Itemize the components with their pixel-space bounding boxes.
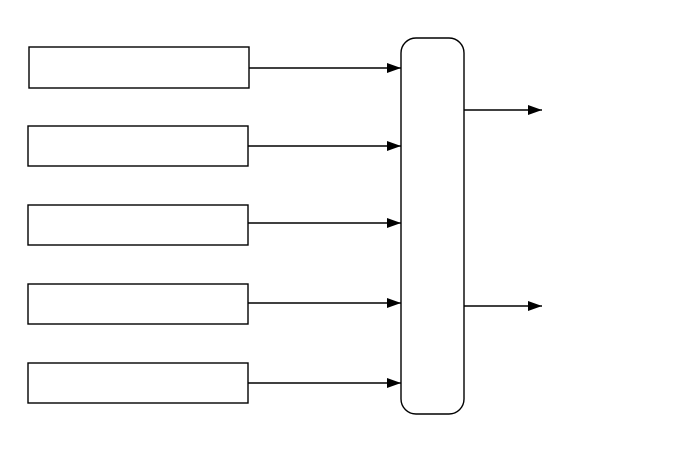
input-box-4	[27, 283, 249, 325]
input-box-3	[27, 204, 249, 246]
input-box-1	[28, 46, 250, 89]
input-box-5	[27, 362, 249, 404]
input-box-2	[27, 125, 249, 167]
central-block	[400, 37, 465, 415]
